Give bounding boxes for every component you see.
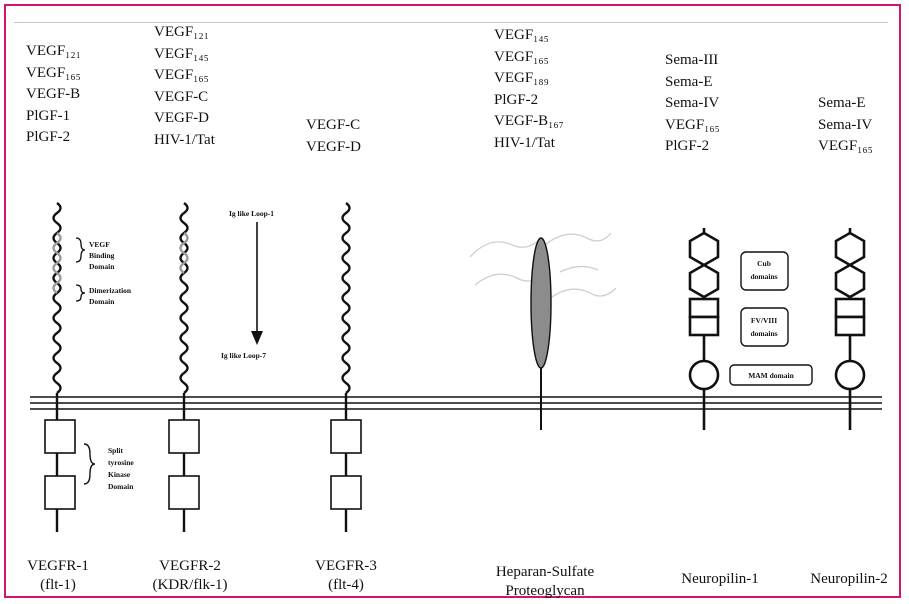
- vegfr1-annotations: VEGF Binding Domain Dimerization Domain …: [76, 238, 134, 491]
- proteoglycan-core: [531, 238, 551, 368]
- fviii-domain: [690, 317, 718, 335]
- vegfr3-kinase-box-1: [331, 420, 361, 453]
- receptor-alias: (flt-1): [18, 576, 98, 595]
- vegfr2-kinase-box-1: [169, 420, 199, 453]
- receptor-alias: (KDR/flk-1): [140, 576, 240, 595]
- vegfr2-ig-loops: [181, 203, 188, 393]
- proteoglycan: [470, 233, 616, 430]
- kinase-label-3: Kinase: [108, 470, 131, 479]
- fviii-label-1: FV/VIII: [751, 316, 777, 325]
- vegfr1-kinase-box-2: [45, 476, 75, 509]
- receptor-name: Neuropilin-2: [797, 570, 901, 589]
- fviii-label-2: domains: [750, 329, 777, 338]
- vegf-binding-label-2: Binding: [89, 251, 115, 260]
- receptor-name: Heparan-Sulfate: [485, 563, 605, 582]
- vegfr1-ig-loops: [54, 203, 61, 393]
- vegfr3-ig-loops: [343, 203, 350, 393]
- ig-loop-1-label: Ig like Loop-1: [229, 209, 274, 218]
- label-vegfr1: VEGFR-1 (flt-1): [18, 557, 98, 595]
- vegfr3-kinase-box-2: [331, 476, 361, 509]
- fviii-domain: [836, 317, 864, 335]
- label-vegfr2: VEGFR-2 (KDR/flk-1): [140, 557, 240, 595]
- label-neuropilin-2: Neuropilin-2: [797, 570, 901, 589]
- vegfr1-kinase-box-1: [45, 420, 75, 453]
- mam-domain: [690, 361, 718, 389]
- ig-loop-7-label: Ig like Loop-7: [221, 351, 266, 360]
- receptor-name: VEGFR-2: [140, 557, 240, 576]
- dimerization-label-1: Dimerization: [89, 286, 132, 295]
- neuropilin1-receptor: [690, 228, 718, 430]
- cub-domain: [690, 233, 718, 265]
- receptor-name: VEGFR-3: [306, 557, 386, 576]
- receptor-name: VEGFR-1: [18, 557, 98, 576]
- neuropilin2-receptor: [836, 228, 864, 430]
- vegfr3-receptor: [331, 203, 361, 532]
- dimerization-label-2: Domain: [89, 297, 115, 306]
- vegf-binding-label-3: Domain: [89, 262, 115, 271]
- cub-label-1: Cub: [757, 259, 771, 268]
- receptor-alias: Proteoglycan: [485, 582, 605, 601]
- receptor-name: Neuropilin-1: [670, 570, 770, 589]
- cub-domain: [836, 233, 864, 265]
- ig-loop-arrow: Ig like Loop-1 Ig like Loop-7: [221, 209, 274, 360]
- kinase-label-1: Split: [108, 446, 124, 455]
- fviii-domain: [836, 299, 864, 317]
- kinase-label-2: tyrosine: [108, 458, 134, 467]
- mam-label: MAM domain: [748, 371, 794, 380]
- fviii-domain: [690, 299, 718, 317]
- cub-domain: [836, 265, 864, 297]
- vegfr1-receptor: [45, 203, 75, 532]
- cub-domain: [690, 265, 718, 297]
- mam-domain: [836, 361, 864, 389]
- receptor-alias: (flt-4): [306, 576, 386, 595]
- label-vegfr3: VEGFR-3 (flt-4): [306, 557, 386, 595]
- vegf-binding-label-1: VEGF: [89, 240, 110, 249]
- kinase-label-4: Domain: [108, 482, 134, 491]
- label-neuropilin-1: Neuropilin-1: [670, 570, 770, 589]
- label-hspg: Heparan-Sulfate Proteoglycan: [485, 563, 605, 601]
- cell-membrane: [30, 397, 882, 409]
- vegfr2-kinase-box-2: [169, 476, 199, 509]
- cub-label-2: domains: [750, 272, 777, 281]
- vegfr2-receptor: [169, 203, 199, 532]
